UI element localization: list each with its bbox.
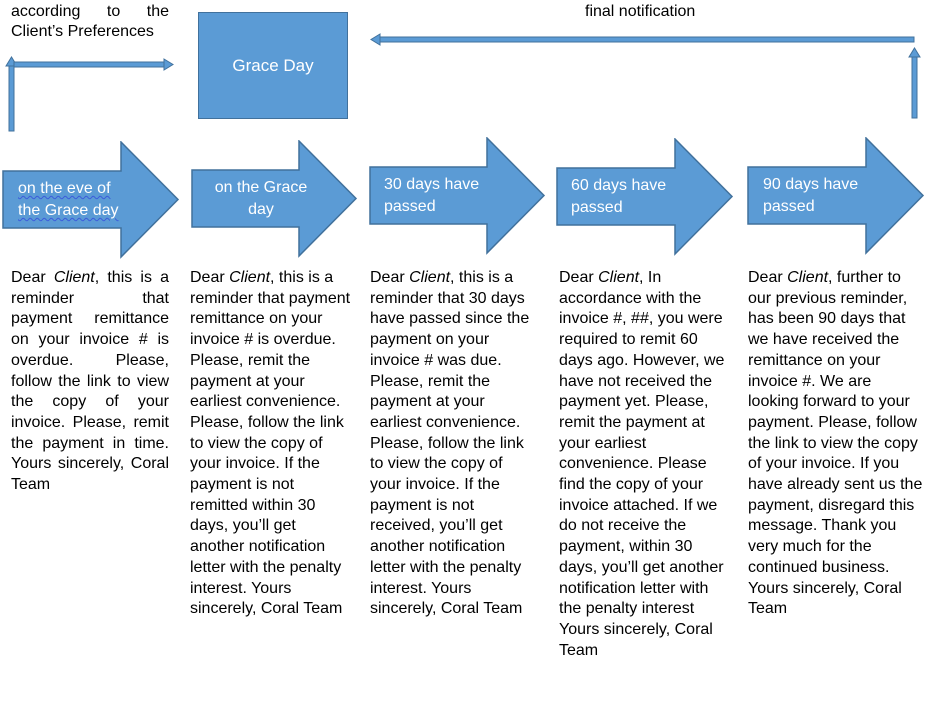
preferences-note: according to the Client’s Preferences xyxy=(11,3,169,40)
grace-day-box: Grace Day xyxy=(198,12,348,119)
letter-body: , this is a reminder that 30 days have p… xyxy=(370,269,530,618)
letter-intro: Dear xyxy=(190,269,230,286)
letter-client: Client xyxy=(229,269,271,286)
letter-client: Client xyxy=(409,269,451,286)
step-label: 90 days have passed xyxy=(763,176,859,215)
letter-eve: Dear Client, this is a reminder that pay… xyxy=(11,268,169,496)
letter-client: Client xyxy=(598,269,640,286)
letter-client: Client xyxy=(787,269,829,286)
letter-90: Dear Client, further to our previous rem… xyxy=(748,268,924,620)
step-arrow-90: 90 days have passed xyxy=(747,137,925,255)
letter-intro: Dear xyxy=(748,269,788,286)
step-arrow-grace: on the Grace day xyxy=(191,140,367,258)
letter-client: Client xyxy=(53,269,95,286)
left-up-arrow xyxy=(5,56,18,132)
letter-body: , In accordance with the invoice #, ##, … xyxy=(559,269,725,659)
preferences-right-arrow xyxy=(13,58,174,71)
final-notification-note: final notification xyxy=(585,3,696,20)
letter-intro: Dear xyxy=(370,269,410,286)
grace-day-label: Grace Day xyxy=(232,55,314,75)
letter-intro: Dear xyxy=(11,269,54,286)
step-arrow-eve: on the eve of the Grace day xyxy=(2,141,180,259)
step-label-text: on the eve of the Grace day xyxy=(18,180,119,219)
letter-60: Dear Client, In accordance with the invo… xyxy=(559,268,729,661)
step-label: 60 days have passed xyxy=(571,177,667,216)
letter-grace: Dear Client, this is a reminder that pay… xyxy=(190,268,352,620)
step-label: on the Grace day xyxy=(214,179,308,218)
step-label: on the eve of the Grace day xyxy=(18,178,128,222)
letter-body: , this is a reminder that payment remitt… xyxy=(190,269,351,618)
step-arrow-30: 30 days have passed xyxy=(369,137,546,255)
letter-body: , further to our previous reminder, has … xyxy=(748,269,923,618)
letter-intro: Dear xyxy=(559,269,599,286)
letter-body: , this is a reminder that payment remitt… xyxy=(11,269,170,494)
final-notification-left-arrow xyxy=(370,33,915,46)
step-label: 30 days have passed xyxy=(384,176,480,215)
right-up-arrow xyxy=(908,47,921,119)
step-arrow-60: 60 days have passed xyxy=(556,138,734,256)
letter-30: Dear Client, this is a reminder that 30 … xyxy=(370,268,538,620)
